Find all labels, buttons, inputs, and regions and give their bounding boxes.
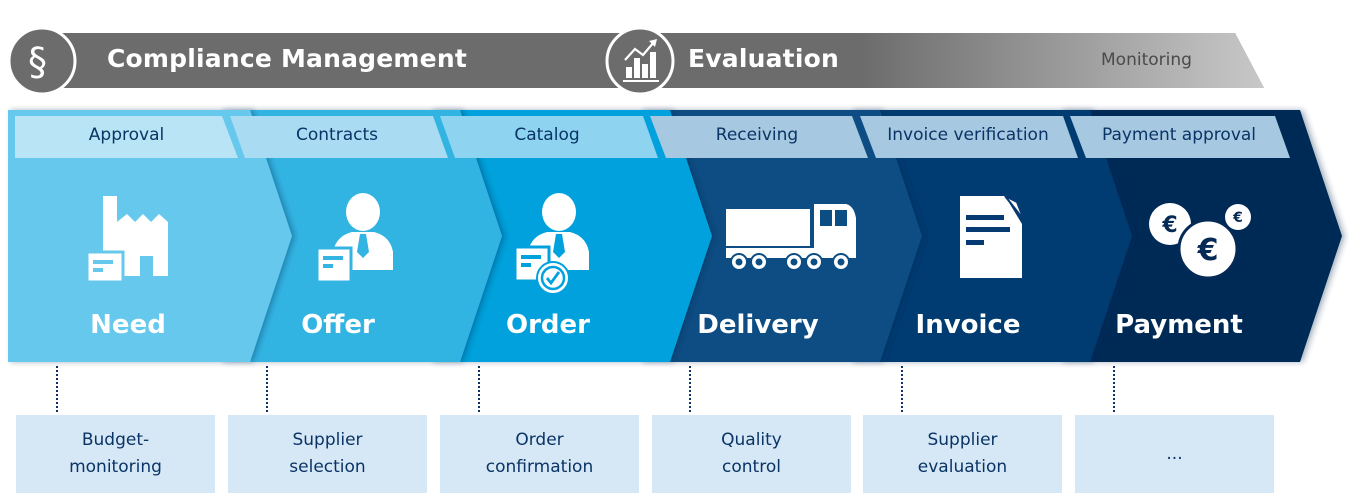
- connector-payment: [1113, 366, 1115, 412]
- factory-icon: [85, 196, 168, 284]
- person-document-check-icon: [513, 193, 589, 295]
- svg-text:€: €: [1232, 210, 1243, 226]
- tab-invoice-verification: [860, 116, 1078, 158]
- sub-box-line: Order: [515, 430, 564, 450]
- sub-box-line: ...: [1166, 443, 1183, 464]
- sub-box-line: monitoring: [69, 457, 162, 477]
- sub-box-more: ...: [1075, 415, 1274, 493]
- connector-need: [56, 366, 58, 412]
- sub-box-budget-monitoring: Budget- monitoring: [16, 415, 215, 493]
- sub-box-line: Budget-: [81, 430, 150, 450]
- connector-delivery: [689, 366, 691, 412]
- sub-box-order-confirmation: Order confirmation: [440, 415, 639, 493]
- chart-growth-icon: [623, 39, 659, 82]
- tab-label-catalog: Catalog: [514, 125, 580, 145]
- step-payment: Payment: [1115, 310, 1243, 340]
- invoice-document-icon: [960, 195, 1025, 278]
- compliance-management-label: Compliance Management: [107, 44, 467, 73]
- connector-offer: [266, 366, 268, 412]
- sub-box-line: confirmation: [485, 457, 594, 477]
- svg-text:€: €: [1161, 213, 1177, 238]
- sub-box-quality-control: Quality control: [652, 415, 851, 493]
- sub-box-line: Supplier: [292, 430, 363, 450]
- sub-box-line: Quality: [721, 430, 782, 450]
- connector-invoice: [901, 366, 903, 412]
- euro-coins-icon: € € €: [1149, 203, 1251, 280]
- step-need: Need: [90, 310, 166, 340]
- sub-box-supplier-selection: Supplier selection: [228, 415, 427, 493]
- sub-box-line: evaluation: [917, 457, 1008, 477]
- step-order: Order: [506, 310, 590, 340]
- section-sign-glyph: §: [28, 40, 48, 84]
- tab-label-invoice-verification: Invoice verification: [887, 125, 1049, 145]
- monitoring-gradient: [860, 33, 1264, 88]
- tab-label-payment-approval: Payment approval: [1101, 125, 1257, 145]
- sub-box-line: control: [722, 457, 781, 477]
- svg-text:€: €: [1197, 233, 1219, 268]
- person-document-icon: [315, 193, 393, 284]
- tab-catalog: [440, 116, 658, 158]
- process-chevrons: € € €: [8, 110, 1342, 362]
- connector-order: [478, 366, 480, 412]
- header-bar: [7, 26, 1264, 96]
- step-delivery: Delivery: [697, 310, 819, 340]
- evaluation-label: Evaluation: [688, 44, 839, 73]
- tab-payment-approval: [1070, 116, 1290, 158]
- sub-box-supplier-evaluation: Supplier evaluation: [863, 415, 1062, 493]
- monitoring-label: Monitoring: [1101, 50, 1192, 70]
- truck-icon: [726, 204, 856, 271]
- tab-label-approval: Approval: [88, 125, 165, 145]
- tab-approval: [15, 116, 238, 158]
- tab-label-receiving: Receiving: [715, 125, 799, 145]
- step-invoice: Invoice: [915, 310, 1021, 340]
- sub-box-line: Supplier: [927, 430, 998, 450]
- tab-label-contracts: Contracts: [296, 125, 378, 145]
- step-offer: Offer: [301, 310, 375, 340]
- sub-box-line: selection: [289, 457, 366, 477]
- tab-contracts: [230, 116, 448, 158]
- section-sign-icon: [7, 26, 77, 96]
- tab-receiving: [650, 116, 868, 158]
